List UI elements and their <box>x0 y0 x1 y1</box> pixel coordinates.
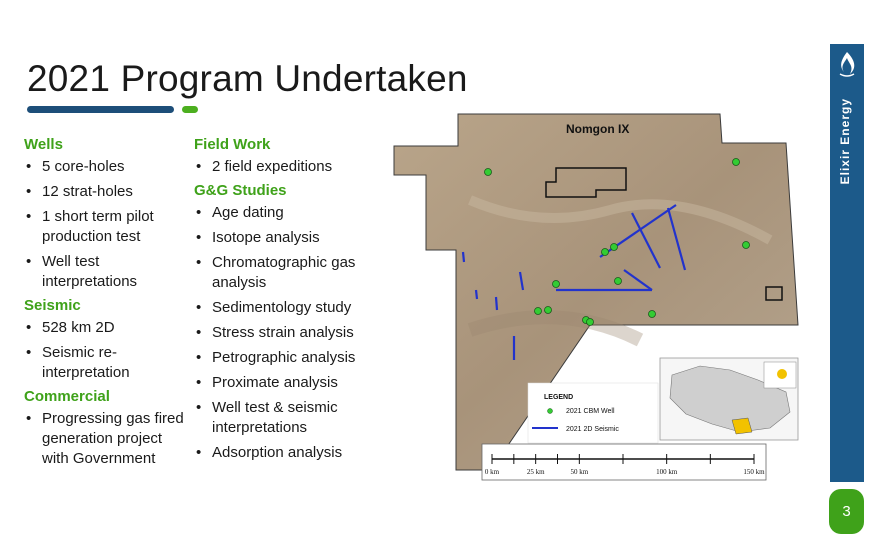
list-item: 12 strat-holes <box>24 182 184 202</box>
cbm-wells <box>484 158 750 326</box>
commercial-heading: Commercial <box>24 388 110 405</box>
well-marker <box>610 243 618 251</box>
legend-title: LEGEND <box>544 394 573 401</box>
seismic-line <box>474 289 479 300</box>
left-column: Wells 5 core-holes 12 strat-holes 1 shor… <box>24 136 184 474</box>
title-underline-green <box>182 106 198 113</box>
well-marker <box>648 310 656 318</box>
brand-name: Elixir Energy <box>838 98 858 218</box>
list-item: Age dating <box>194 203 374 223</box>
list-item: 2 field expeditions <box>194 157 374 177</box>
list-item: Proximate analysis <box>194 373 374 393</box>
nomgon-block-outline <box>545 167 627 198</box>
scale-label: 100 km <box>656 468 678 476</box>
list-item: Stress strain analysis <box>194 323 374 343</box>
legend-well-label: 2021 CBM Well <box>566 408 615 415</box>
scale-label: 150 km <box>743 468 765 476</box>
seismic-line <box>461 251 466 263</box>
scale-ticks: 0 km 25 km 50 km 100 km 150 km <box>485 454 765 476</box>
seismic-heading: Seismic <box>24 297 81 314</box>
page-title: 2021 Program Undertaken <box>27 58 468 99</box>
list-item: 528 km 2D <box>24 318 184 338</box>
title-underline-blue <box>27 106 174 113</box>
block-label: Nomgon IX <box>566 122 629 136</box>
seismic-line <box>631 212 661 269</box>
well-marker <box>484 168 492 176</box>
scale-label: 50 km <box>570 468 588 476</box>
seismic-line <box>623 269 653 291</box>
small-block-outline <box>765 286 783 301</box>
gg-studies-heading: G&G Studies <box>194 182 287 199</box>
list-item: 1 short term pilot production test <box>24 207 184 247</box>
field-work-heading: Field Work <box>194 136 271 153</box>
license-area <box>393 113 799 471</box>
flame-logo-icon <box>839 52 855 77</box>
list-item: Isotope analysis <box>194 228 374 248</box>
well-marker <box>732 158 740 166</box>
list-item: Chromatographic gas analysis <box>194 253 374 293</box>
well-marker <box>601 248 609 256</box>
commercial-list: Progressing gas fired generation project… <box>24 409 184 469</box>
wells-list: 5 core-holes 12 strat-holes 1 short term… <box>24 157 184 292</box>
seismic-list: 528 km 2D Seismic re-interpretation <box>24 318 184 383</box>
legend: LEGEND 2021 CBM Well 2021 2D Seismic <box>527 382 659 444</box>
well-marker <box>614 277 622 285</box>
scale-bar: 0 km 25 km 50 km 100 km 150 km <box>481 443 767 481</box>
well-marker <box>586 318 594 326</box>
scale-label: 25 km <box>527 468 545 476</box>
inset-locator-highlight <box>777 369 787 379</box>
page-number: 3 <box>829 489 864 534</box>
list-item: Seismic re-interpretation <box>24 343 184 383</box>
list-item: Adsorption analysis <box>194 443 374 463</box>
brand-sidebar <box>830 44 864 482</box>
list-item: Well test & seismic interpretations <box>194 398 374 438</box>
inset-map <box>659 357 799 441</box>
wells-heading: Wells <box>24 136 63 153</box>
brand-text: Elixir Energy <box>838 98 852 185</box>
project-map: Nomgon IX LEGEND 2021 CBM Well 2021 2D <box>393 113 799 481</box>
terrain-texture <box>467 310 644 347</box>
well-marker <box>534 307 542 315</box>
seismic-line <box>666 207 687 271</box>
legend-seismic-label: 2021 2D Seismic <box>566 426 619 433</box>
well-marker <box>552 280 560 288</box>
scale-label: 0 km <box>485 468 500 476</box>
middle-column: Field Work 2 field expeditions G&G Studi… <box>194 136 374 468</box>
list-item: 5 core-holes <box>24 157 184 177</box>
well-marker <box>544 306 552 314</box>
seismic-line <box>518 271 525 291</box>
legend-well-swatch <box>547 408 553 414</box>
seismic-line <box>494 296 499 311</box>
list-item: Progressing gas fired generation project… <box>24 409 184 469</box>
scale-bar-frame <box>481 443 767 481</box>
inset-country <box>669 365 791 433</box>
list-item: Petrographic analysis <box>194 348 374 368</box>
field-work-list: 2 field expeditions <box>194 157 374 177</box>
gg-studies-list: Age dating Isotope analysis Chromatograp… <box>194 203 374 463</box>
list-item: Well test interpretations <box>24 252 184 292</box>
inset-highlight <box>731 417 753 435</box>
well-marker <box>742 241 750 249</box>
terrain-texture <box>468 195 773 245</box>
list-item: Sedimentology study <box>194 298 374 318</box>
